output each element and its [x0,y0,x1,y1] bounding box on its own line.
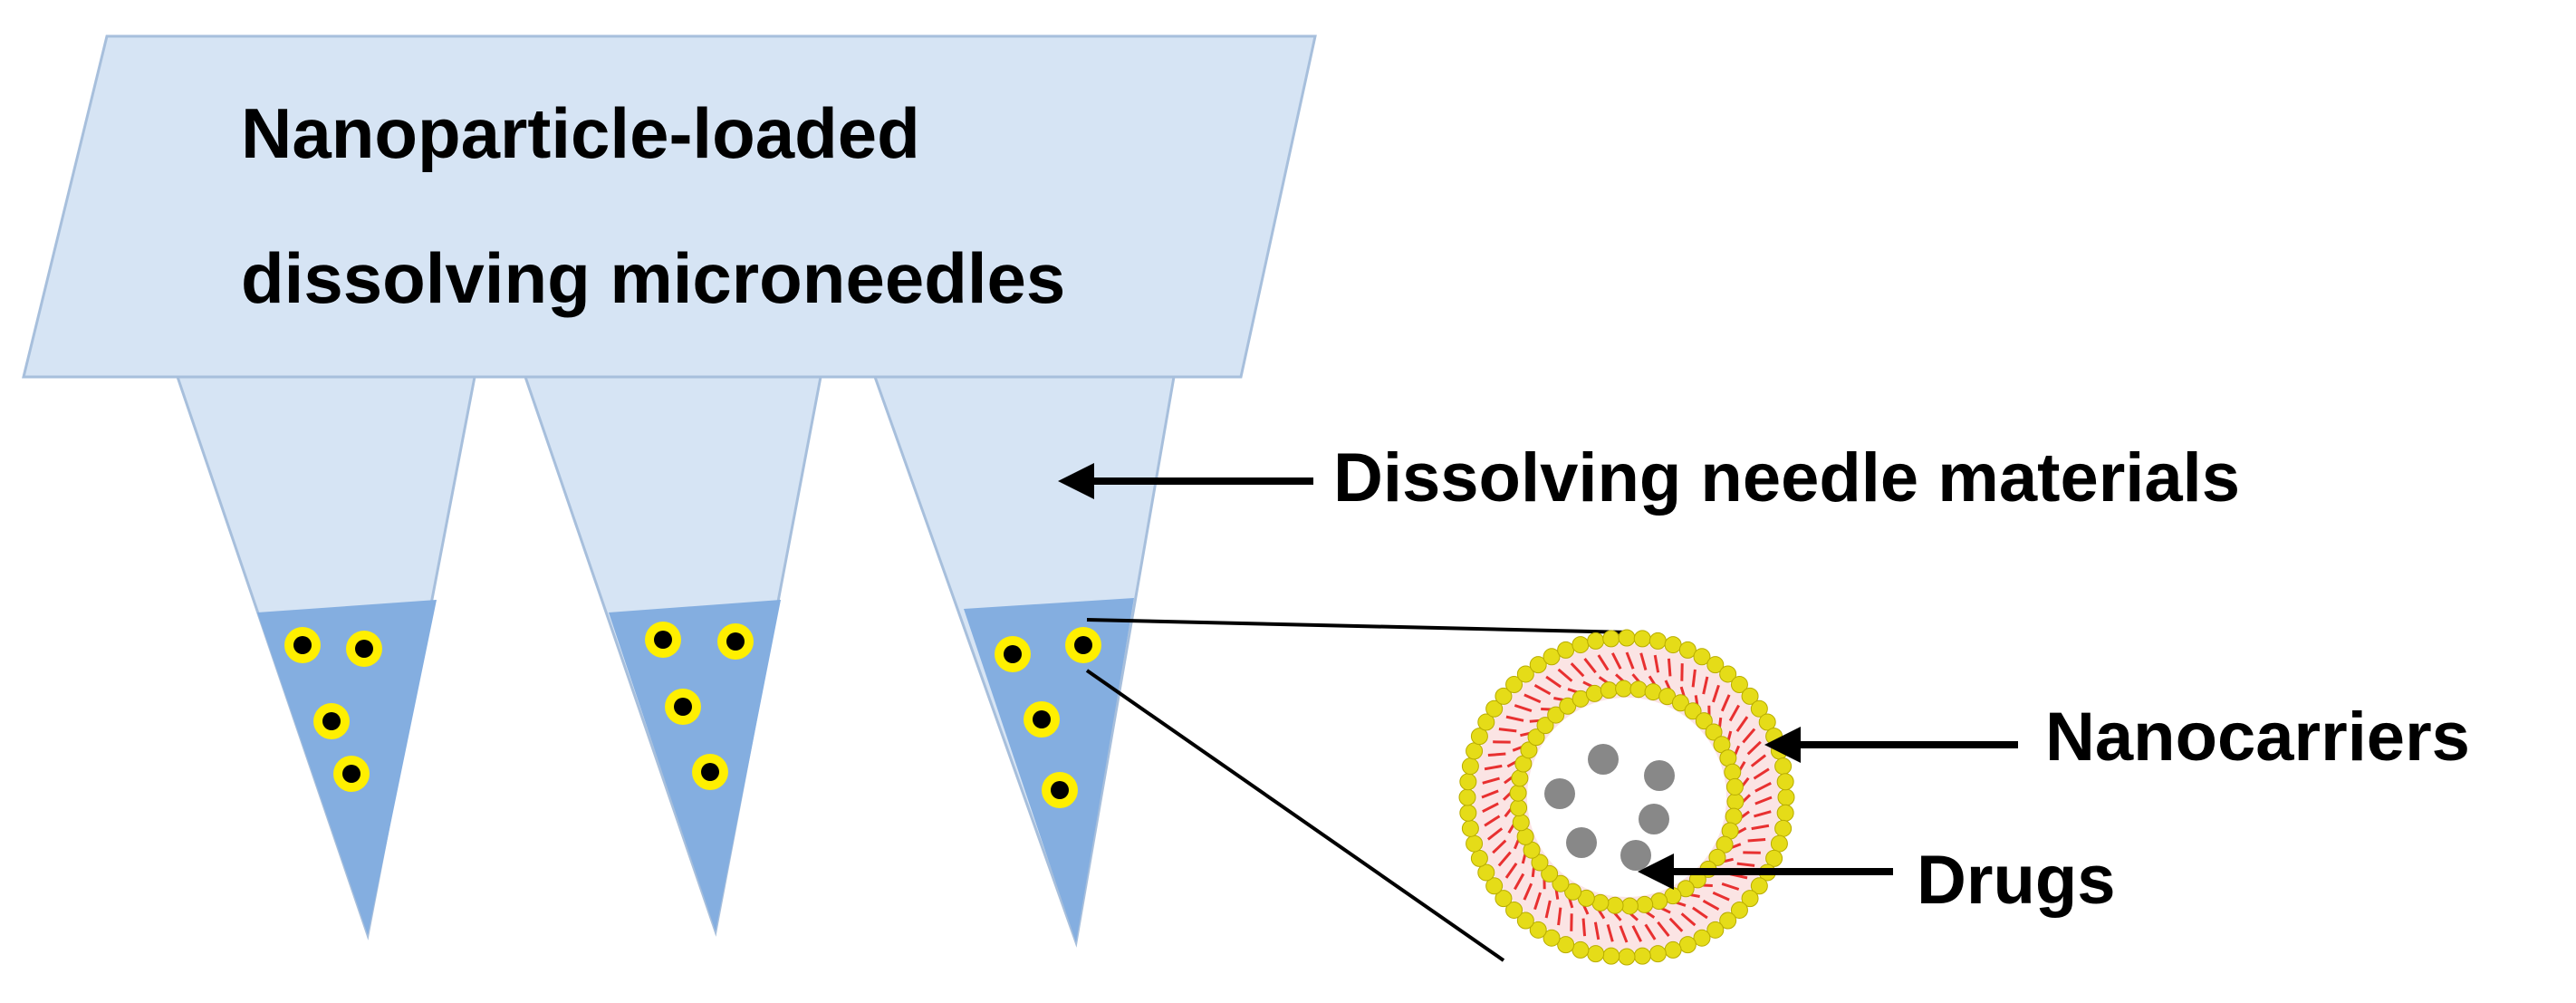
lipid-head-outer [1466,743,1483,759]
lipid-head-inner [1616,680,1632,697]
lipid-head-outer [1775,758,1792,775]
lipid-head-inner [1726,778,1743,795]
lipid-head-outer [1634,948,1650,964]
lipid-head-outer [1665,941,1681,958]
lipid-head-outer [1572,941,1589,958]
lipid-head-inner [1512,770,1528,786]
zoom-line-bottom [1087,670,1504,960]
lipid-head-inner [1637,896,1653,912]
nanoparticle-core-3-3 [1033,710,1051,728]
title-line-2: dissolving microneedles [241,243,1065,313]
lipid-head-inner [1630,681,1647,698]
title-line-1: Nanoparticle-loaded [241,98,920,169]
nanoparticle-core-2-3 [674,698,692,716]
lipid-head-inner [1600,682,1617,699]
lipid-head-outer [1460,805,1476,821]
lipid-head-outer [1459,789,1475,805]
lipid-head-outer [1603,631,1620,647]
drug-particle-5 [1566,827,1597,858]
lipid-head-inner [1586,685,1602,701]
lipid-head-outer [1649,632,1666,649]
drug-particle-1 [1588,744,1619,775]
lipid-head-outer [1462,758,1478,775]
drugs-label: Drugs [1917,846,2116,915]
lipid-head-inner [1727,794,1744,810]
nanoparticle-core-3-2 [1074,636,1092,654]
lipid-head-outer [1619,630,1635,646]
lipid-head-outer [1466,835,1483,852]
lipid-head-inner [1511,800,1527,816]
lipid-head-inner [1607,897,1623,913]
nanoparticle-core-3-1 [1004,645,1022,663]
lipid-tail [1583,919,1585,936]
lipid-head-outer [1572,637,1589,653]
lipid-head-outer [1634,631,1650,647]
microneedle-base [24,36,1315,377]
nanoparticle-core-2-1 [654,631,672,649]
lipid-head-inner [1513,815,1529,831]
nanoparticle-core-1-3 [322,712,341,730]
lipid-tail [1668,659,1670,676]
lipid-head-outer [1619,949,1635,965]
lipid-head-inner [1621,898,1638,914]
lipid-head-outer [1471,850,1487,866]
lipid-head-outer [1771,835,1787,852]
lipid-head-inner [1725,808,1742,825]
lipid-head-outer [1603,948,1620,964]
nanoparticle-core-1-2 [355,640,373,658]
nanoparticle-core-2-4 [701,763,719,781]
dissolving-material-label: Dissolving needle materials [1333,444,2240,513]
lipid-head-outer [1649,946,1666,962]
nanoparticle-core-3-4 [1051,781,1069,799]
nanoparticle-core-2-2 [726,632,745,651]
lipid-tail [1488,754,1505,756]
lipid-head-outer [1775,820,1792,836]
microneedle-base-group [24,36,1315,377]
lipid-head-outer [1462,820,1478,836]
lipid-head-outer [1777,774,1793,790]
nanocarriers-label: Nanocarriers [2045,703,2470,772]
nanoparticle-core-1-4 [342,765,360,783]
lipid-head-outer [1778,789,1794,805]
drug-particle-2 [1644,760,1675,791]
lipid-head-inner [1651,893,1668,910]
zoom-line-top [1087,620,1630,632]
liposome-group [1459,630,1794,965]
nanoparticle-core-1-1 [293,636,312,654]
lipid-head-outer [1777,805,1793,821]
lipid-head-outer [1588,632,1604,649]
drug-particle-4 [1639,804,1669,834]
lipid-head-outer [1558,641,1574,658]
needle-tip-3 [964,598,1134,942]
lipid-head-inner [1510,785,1526,801]
lipid-tail [1748,839,1765,841]
drug-particle-3 [1544,778,1575,809]
lipid-head-outer [1679,937,1696,953]
lipid-head-outer [1460,774,1476,790]
lipid-head-outer [1665,637,1681,653]
lipid-head-outer [1588,946,1604,962]
lipid-head-inner [1725,764,1741,780]
drug-particle-6 [1620,840,1651,871]
